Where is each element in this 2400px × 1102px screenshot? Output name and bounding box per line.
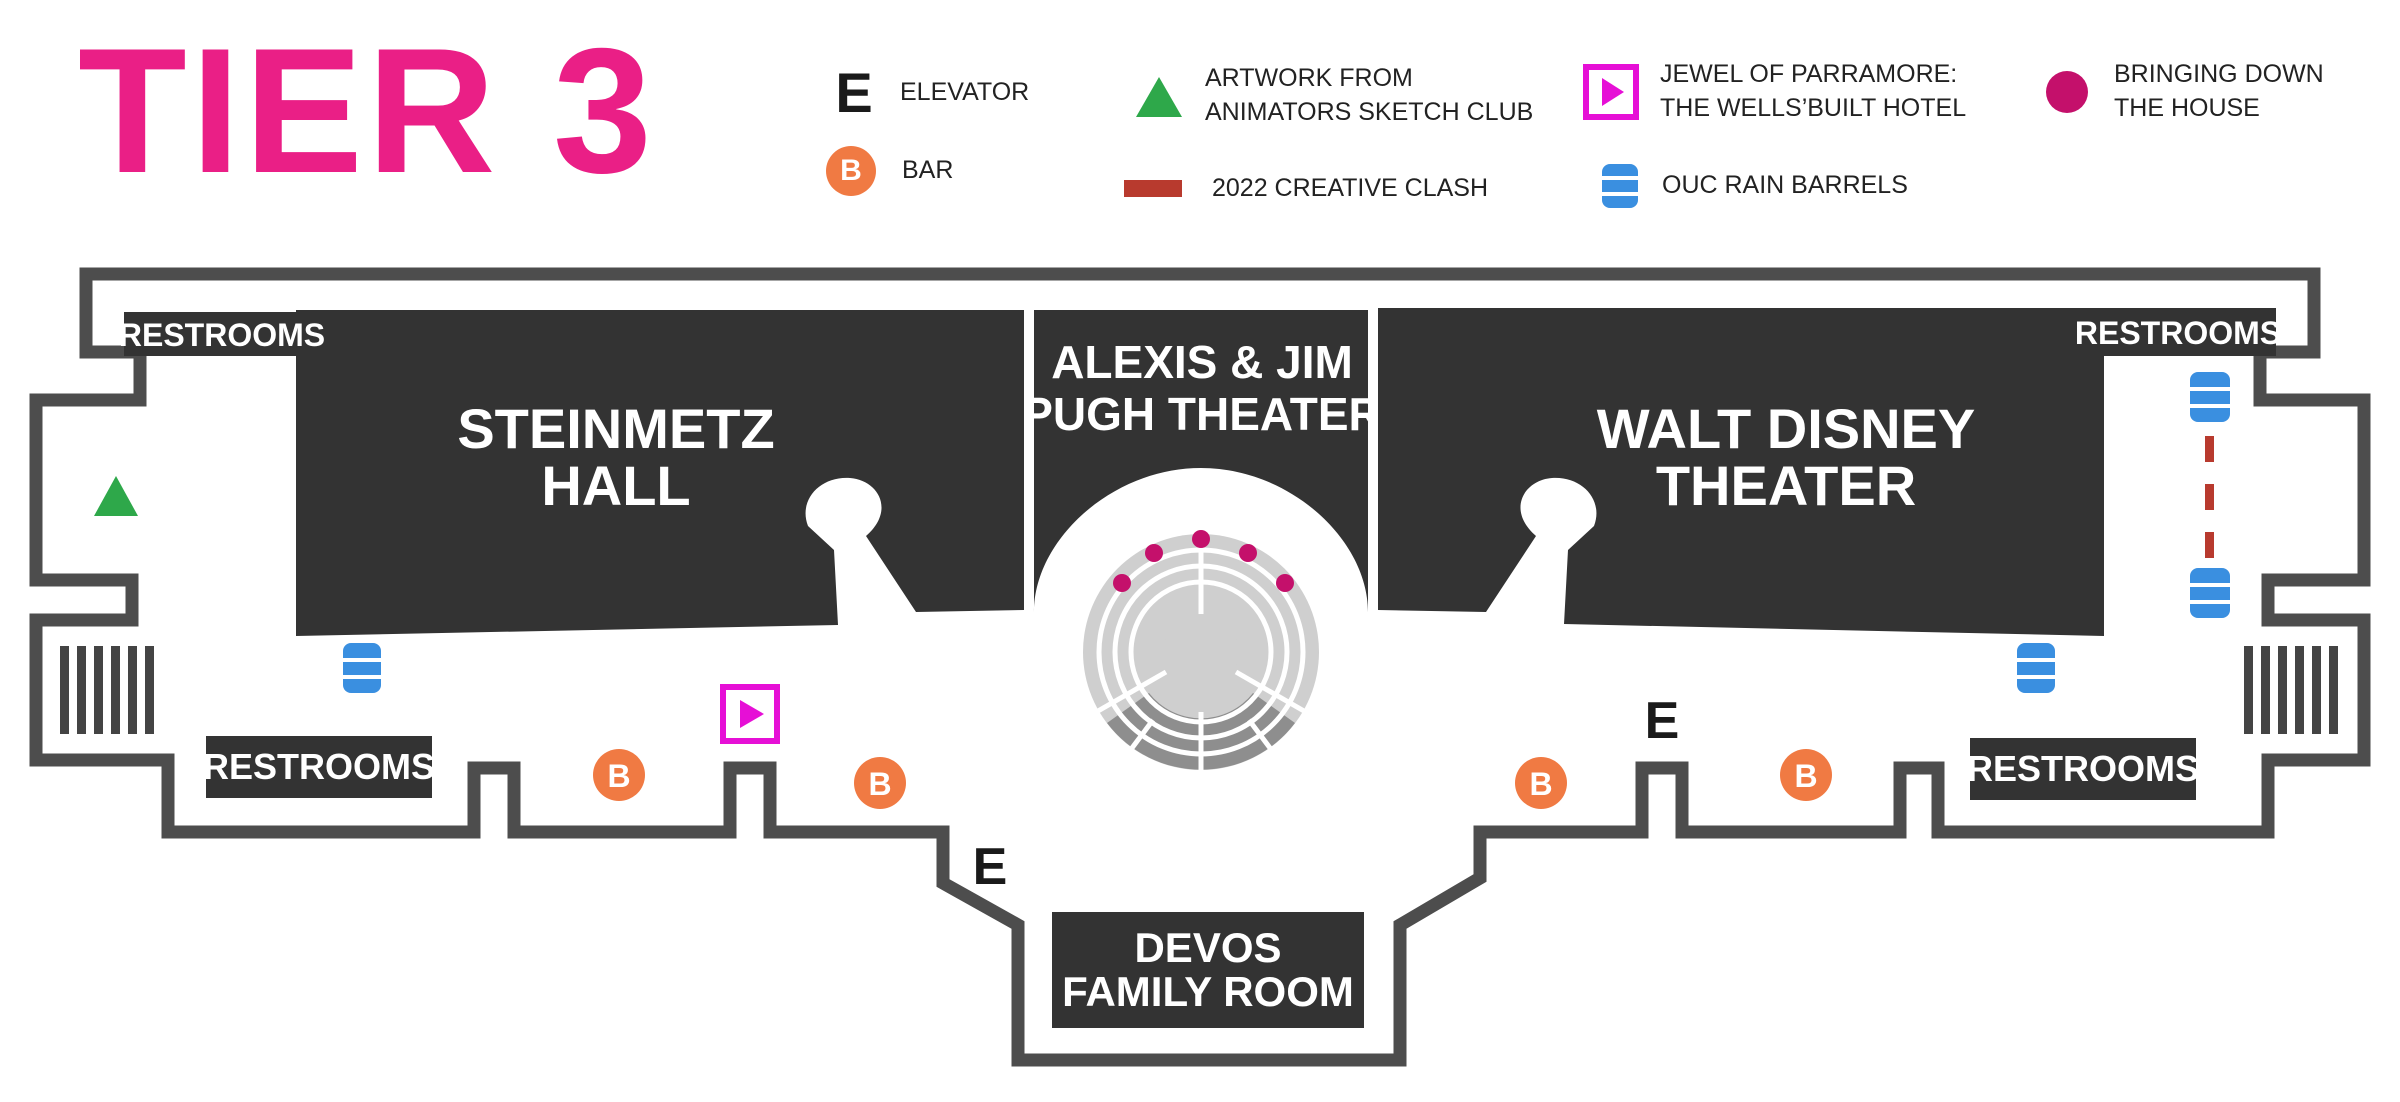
restrooms-top-left-label: RESTROOMS bbox=[119, 317, 325, 353]
bar-icon bbox=[1780, 749, 1832, 801]
house-dot-icon bbox=[1239, 544, 1257, 562]
house-dot-icon bbox=[1192, 530, 1210, 548]
legend-artwork-label: ARTWORK FROM ANIMATORS SKETCH CLUB bbox=[1205, 62, 1533, 130]
legend-clash-label: 2022 CREATIVE CLASH bbox=[1212, 174, 1489, 202]
bar-marker-label: B bbox=[1794, 758, 1817, 794]
restrooms-bottom-right bbox=[1970, 738, 2196, 800]
bar-marker-label: B bbox=[868, 766, 891, 802]
legend-house-label: BRINGING DOWN THE HOUSE bbox=[2114, 58, 2324, 126]
restrooms-bottom-right-label: RESTROOMS bbox=[1967, 748, 2199, 789]
restrooms-top-right-label: RESTROOMS bbox=[2075, 315, 2281, 351]
restrooms-bottom-left-label: RESTROOMS bbox=[203, 746, 435, 787]
elevator-icon: E bbox=[973, 838, 1008, 896]
stairs-right bbox=[2244, 646, 2338, 734]
restrooms-top-left bbox=[124, 312, 320, 356]
bar-marker: B bbox=[1515, 757, 1567, 809]
bar-icon bbox=[593, 749, 645, 801]
bar-icon: B bbox=[826, 146, 876, 196]
rain-barrel-icon bbox=[343, 643, 381, 693]
steinmetz-hall-line2: HALL bbox=[541, 454, 690, 517]
jewel-play-icon bbox=[720, 684, 780, 744]
house-dot-icon bbox=[1145, 544, 1163, 562]
pugh-theater-line1: ALEXIS & JIM bbox=[1051, 336, 1353, 388]
legend-artwork-line1: ARTWORK FROM bbox=[1205, 64, 1413, 92]
devos-family-room bbox=[1052, 912, 1364, 1028]
elevator-icon: E bbox=[835, 61, 873, 124]
house-dot-icon bbox=[2046, 70, 2088, 113]
bar-marker: B bbox=[854, 757, 906, 809]
rain-barrel-icon bbox=[2190, 372, 2230, 422]
restrooms-bottom-left bbox=[206, 736, 432, 798]
artwork-triangle-icon bbox=[94, 476, 138, 516]
bar-marker: B bbox=[593, 749, 645, 801]
legend-house: BRINGING DOWN THE HOUSE bbox=[2046, 58, 2324, 126]
legend-jewel-line1: JEWEL OF PARRAMORE: bbox=[1660, 60, 1958, 88]
walt-disney-theater-line1: WALT DISNEY bbox=[1597, 397, 1976, 460]
legend-house-line2: THE HOUSE bbox=[2114, 93, 2260, 122]
legend-elevator-label: ELEVATOR bbox=[900, 77, 1030, 106]
rain-barrel-icon bbox=[2190, 568, 2230, 618]
clash-dash-icon bbox=[2205, 532, 2214, 558]
pugh-theater-line2: PUGH THEATER bbox=[1022, 388, 1382, 440]
creative-clash-dashes bbox=[2205, 436, 2214, 558]
legend-bar-label: BAR bbox=[902, 156, 954, 185]
rain-barrel-icon bbox=[1600, 162, 1640, 210]
restrooms-top-right bbox=[2080, 308, 2276, 356]
elevator-icon: E bbox=[1645, 692, 1680, 750]
outer-wall bbox=[29, 267, 2371, 1067]
steinmetz-hall-line1: STEINMETZ bbox=[457, 397, 774, 460]
legend-artwork: ARTWORK FROM ANIMATORS SKETCH CLUB bbox=[1133, 62, 1533, 130]
pugh-theater-seating bbox=[1083, 534, 1319, 770]
clash-dash-icon bbox=[2205, 436, 2214, 462]
legend-bar: B BAR bbox=[826, 146, 953, 196]
legend-rain-label: OUC RAIN BARRELS bbox=[1662, 171, 1908, 200]
stairs-left bbox=[60, 646, 154, 734]
walt-disney-theater-line2: THEATER bbox=[1656, 454, 1916, 517]
legend-jewel-line2: THE WELLS’BUILT HOTEL bbox=[1660, 93, 1967, 122]
page-title: TIER 3 bbox=[78, 11, 656, 210]
steinmetz-hall bbox=[296, 310, 1024, 636]
pugh-theater bbox=[1034, 310, 1368, 612]
devos-family-room-line2: FAMILY ROOM bbox=[1062, 968, 1354, 1015]
bar-marker: B bbox=[1780, 749, 1832, 801]
rain-barrel-icon bbox=[2017, 643, 2055, 693]
devos-family-room-line1: DEVOS bbox=[1134, 924, 1281, 971]
jewel-play-icon bbox=[1582, 63, 1640, 121]
legend-house-line1: BRINGING DOWN bbox=[2114, 60, 2324, 88]
bringing-down-the-house-markers bbox=[1113, 530, 1294, 592]
house-dot-icon bbox=[1113, 574, 1131, 592]
walt-disney-theater bbox=[1378, 308, 2104, 636]
legend-jewel: JEWEL OF PARRAMORE: THE WELLS’BUILT HOTE… bbox=[1582, 58, 1966, 126]
bar-icon bbox=[1515, 757, 1567, 809]
legend-jewel-label: JEWEL OF PARRAMORE: THE WELLS’BUILT HOTE… bbox=[1660, 58, 1966, 126]
bar-icon bbox=[854, 757, 906, 809]
house-dot-icon bbox=[1276, 574, 1294, 592]
clash-dash-icon bbox=[2205, 484, 2214, 510]
bar-marker-label: B bbox=[607, 758, 630, 794]
legend-clash: 2022 CREATIVE CLASH bbox=[1124, 172, 1488, 206]
legend-rain: OUC RAIN BARRELS bbox=[1600, 162, 1908, 210]
legend-artwork-line2: ANIMATORS SKETCH CLUB bbox=[1205, 97, 1534, 126]
artwork-triangle-icon bbox=[1133, 73, 1185, 119]
clash-dash-icon bbox=[1124, 180, 1182, 198]
legend-elevator: E ELEVATOR bbox=[835, 60, 1030, 125]
bar-marker-label: B bbox=[1529, 766, 1552, 802]
